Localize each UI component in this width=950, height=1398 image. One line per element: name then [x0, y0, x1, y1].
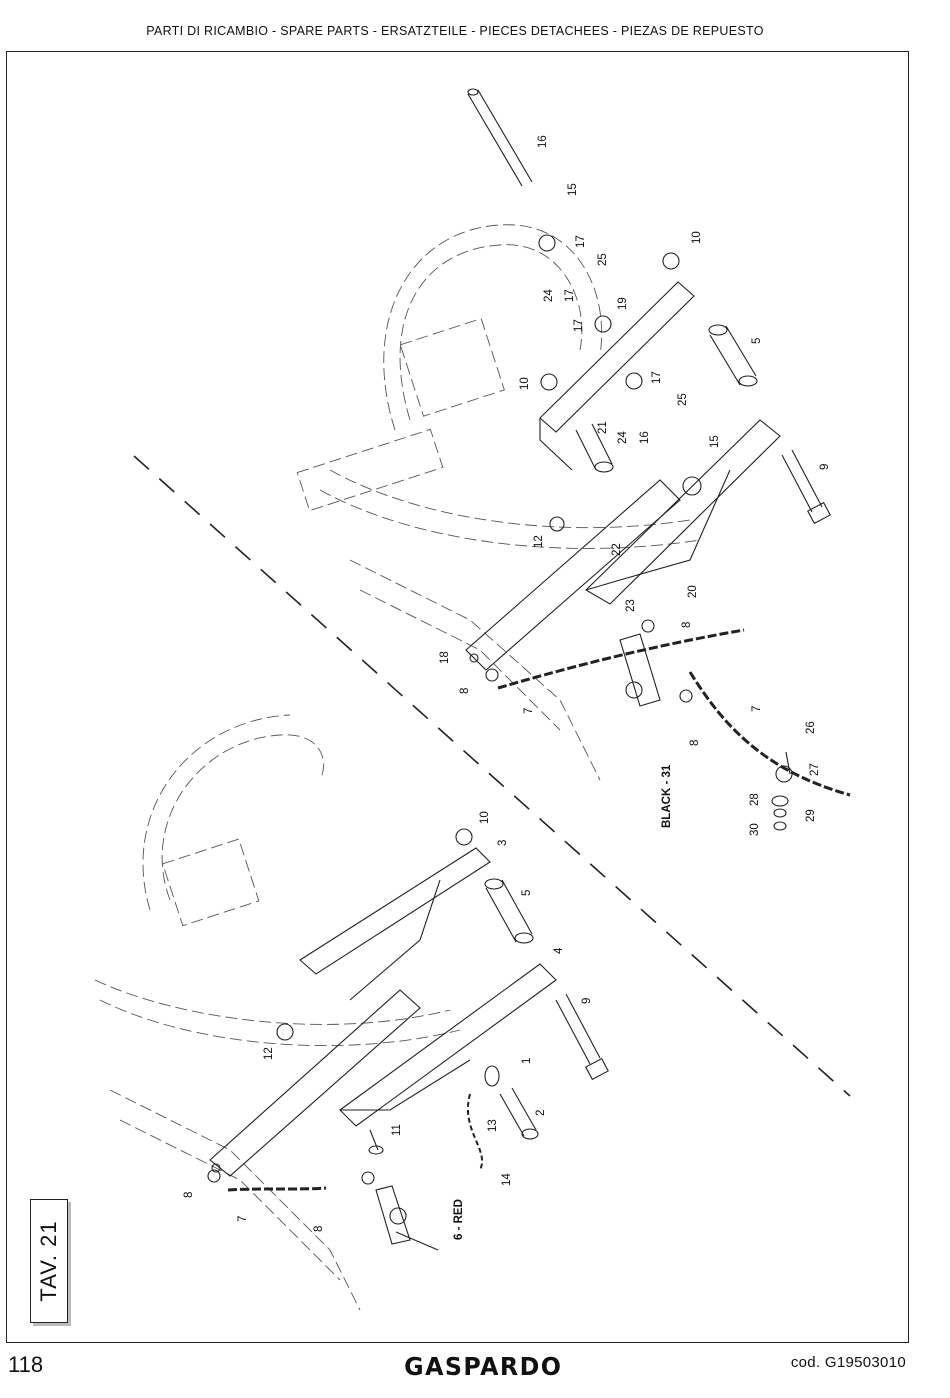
part-label: 4: [553, 947, 565, 954]
page-number: 118: [8, 1352, 43, 1378]
part-label: 10: [479, 811, 491, 824]
part-label: 25: [677, 393, 689, 406]
bottom-assembly-frame-ghost: [95, 715, 460, 1310]
beam-18: [466, 480, 680, 670]
part-label: 19: [617, 297, 629, 310]
shackles: [208, 620, 692, 1184]
beam-3: [300, 848, 490, 1000]
part-label: 16: [537, 135, 549, 148]
chain-7-top-left: [498, 630, 744, 688]
part-label: 2: [535, 1110, 547, 1116]
part-label: 8: [681, 622, 693, 628]
tube-5-top: [709, 325, 757, 386]
part-label: 16: [639, 431, 651, 444]
part-label: 5: [521, 890, 533, 896]
beam-20: [586, 420, 780, 604]
part-label: 24: [543, 289, 555, 302]
part-label: 27: [809, 763, 821, 776]
part-label: 5: [751, 338, 763, 344]
document-code: cod. G19503010: [791, 1354, 906, 1371]
part-label: 21: [597, 421, 609, 434]
part-label: 17: [573, 319, 585, 332]
chain-7-top-right: [690, 672, 850, 795]
red-hitch-label: 6 - RED: [453, 1199, 465, 1240]
part-label: 8: [689, 740, 701, 746]
part-labels-top: 16 15 17 25 24 17 17 10 19 5 10 17 25 24…: [439, 135, 831, 836]
part-label: 17: [651, 371, 663, 384]
part-label: 15: [567, 183, 579, 196]
part-label: 13: [487, 1119, 499, 1132]
pin-11: [369, 1130, 383, 1154]
part-label: 12: [533, 535, 545, 548]
beam-4: [340, 964, 556, 1126]
beam-bottom-long: [210, 990, 420, 1176]
part-label: 24: [617, 431, 629, 444]
nuts-bottom: [277, 829, 499, 1086]
part-label: 14: [501, 1173, 513, 1186]
separator-line: [134, 456, 850, 1096]
part-label: 26: [805, 721, 817, 734]
part-label: 7: [237, 1216, 249, 1222]
part-label: 17: [575, 235, 587, 248]
bolt-9-top: [782, 450, 830, 523]
part-label: 25: [597, 253, 609, 266]
pin-16-top: [468, 89, 532, 186]
hitch-31: [620, 634, 660, 706]
tube-5-bottom: [485, 879, 533, 943]
pin-2: [500, 1088, 538, 1139]
black-hitch-label: BLACK - 31: [661, 764, 673, 828]
bolt-9-bottom: [556, 994, 608, 1079]
part-label: 8: [459, 688, 471, 694]
part-label: 18: [439, 651, 451, 664]
part-label: 8: [313, 1226, 325, 1232]
part-label: 7: [523, 708, 535, 714]
brand-logo: GASPARDO: [404, 1352, 562, 1381]
part-label: 15: [709, 435, 721, 448]
part-label: 30: [749, 823, 761, 836]
part-label: 1: [521, 1058, 533, 1064]
part-label: 17: [564, 289, 576, 302]
chain-7-bottom: [228, 1188, 326, 1190]
top-assembly-frame-ghost: [297, 225, 700, 780]
part-label: 20: [687, 585, 699, 598]
part-label: 10: [519, 377, 531, 390]
hitch-6: [376, 1186, 438, 1250]
part-label: 10: [691, 231, 703, 244]
part-label: 8: [183, 1192, 195, 1198]
table-number-box: TAV. 21: [30, 1199, 68, 1323]
part-label: 3: [497, 840, 509, 846]
table-number: TAV. 21: [36, 1220, 62, 1301]
part-label: 29: [805, 809, 817, 822]
part-label: 7: [751, 706, 763, 712]
part-label: 12: [263, 1047, 275, 1060]
part-labels-bottom: 10 3 5 4 9 12 1 2 13 14 11 8 7 8 6 - RED: [183, 811, 593, 1240]
part-label: 22: [611, 543, 623, 556]
part-label: 23: [625, 599, 637, 612]
part-label: 9: [581, 998, 593, 1004]
chain-14: [468, 1094, 482, 1170]
nuts-top: [539, 235, 701, 531]
part-label: 9: [819, 464, 831, 470]
part-label: 11: [391, 1124, 403, 1136]
part-label: 28: [749, 793, 761, 806]
